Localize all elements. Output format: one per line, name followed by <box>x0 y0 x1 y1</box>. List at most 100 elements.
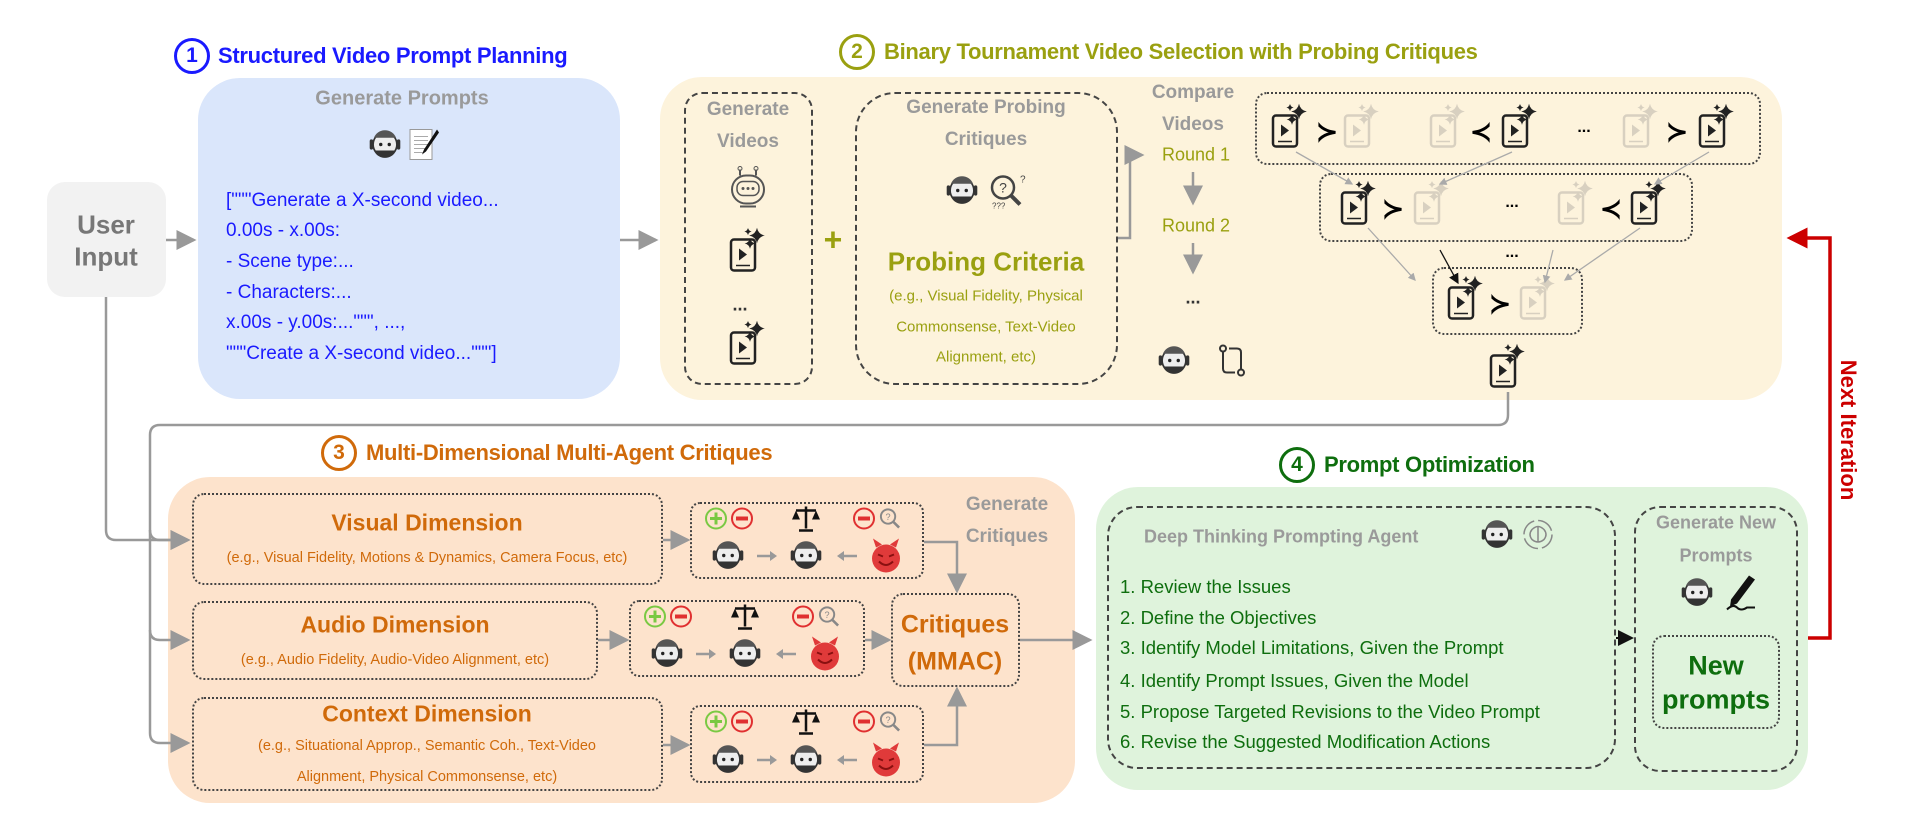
generate-videos-label: Generate <box>706 99 790 120</box>
positive-critic-icon <box>643 605 667 634</box>
visual-critique-agents: ? <box>690 502 924 579</box>
step3-title: Multi-Dimensional Multi-Agent Critiques <box>366 440 773 465</box>
chatbot-icon <box>728 166 768 215</box>
robot-agent-icon <box>368 128 402 167</box>
mmac-label: Critiques <box>900 610 1010 639</box>
devil-advocate-icon <box>869 742 903 783</box>
ellipsis: ... <box>1505 194 1519 211</box>
judge-scales-icon <box>791 505 821 538</box>
robot-agent-icon <box>1680 576 1714 615</box>
user-input-box <box>47 182 166 297</box>
optimization-step: 4. Identify Prompt Issues, Given the Mod… <box>1120 670 1469 691</box>
round-2-label: Round 2 <box>1161 215 1231 236</box>
compare-videos-label: Compare <box>1151 82 1235 103</box>
step1-number: 1 <box>174 38 210 74</box>
final-selected-video-icon <box>1488 342 1528 395</box>
step4-number: 4 <box>1279 447 1315 483</box>
step2-number: 2 <box>839 34 875 70</box>
judge-scales-icon <box>730 603 760 636</box>
judge-scales-icon <box>791 708 821 741</box>
tournament-round-3 <box>1432 267 1583 335</box>
generate-prompts-label: Generate Prompts <box>315 87 489 110</box>
mmac-label: (MMAC) <box>907 647 1003 676</box>
optimization-step: 6. Revise the Suggested Modification Act… <box>1120 731 1491 752</box>
devil-advocate-icon <box>808 636 842 677</box>
svg-text:?: ? <box>825 610 830 620</box>
negative-critic-icon <box>669 605 693 634</box>
generate-videos-label: Videos <box>717 131 779 152</box>
losing-video-icon <box>1412 179 1452 232</box>
probing-criteria-title: Probing Criteria <box>887 246 1085 277</box>
less-than-symbol: ≺ <box>1600 193 1622 224</box>
round-1-label: Round 1 <box>1161 144 1231 165</box>
robot-agent-icon <box>650 637 684 676</box>
negative-critic-icon <box>730 507 754 536</box>
generated-video-icon <box>728 226 768 279</box>
probing-header: Critiques <box>944 129 1028 150</box>
optimization-step: 2. Define the Objectives <box>1120 607 1317 628</box>
question-magnifier-icon: ? <box>877 709 903 740</box>
step3-number: 3 <box>321 435 357 471</box>
winning-video-icon <box>1697 102 1737 155</box>
losing-video-icon <box>1342 102 1382 155</box>
audio-dimension-title: Audio Dimension <box>300 611 490 638</box>
robot-agent-icon <box>945 174 979 213</box>
probing-critiques-box <box>855 92 1118 385</box>
robot-judge-icon <box>789 539 823 578</box>
arrow-left-icon <box>775 647 797 665</box>
winning-video-icon <box>1270 102 1310 155</box>
context-dimension-examples: Alignment, Physical Commonsense, etc) <box>296 769 558 785</box>
optimization-step: 5. Propose Targeted Revisions to the Vid… <box>1120 701 1540 722</box>
generate-videos-box <box>684 92 813 385</box>
question-magnifier-icon: ? <box>877 506 903 537</box>
next-iteration-label: Next Iteration <box>1836 359 1861 501</box>
robot-agent-icon <box>711 743 745 782</box>
probing-criteria-example: Alignment, etc) <box>935 348 1037 366</box>
losing-video-icon <box>1621 102 1661 155</box>
new-prompts-box <box>1652 635 1780 729</box>
greater-than-symbol: ≻ <box>1316 116 1338 147</box>
winning-video-icon <box>1339 179 1379 232</box>
svg-text:?: ? <box>886 512 891 522</box>
user-input-label-line2: Input <box>74 241 138 272</box>
audio-critique-agents: ? <box>629 600 865 677</box>
prompt-line: ["""Generate a X-second video... <box>226 190 499 211</box>
step4-title: Prompt Optimization <box>1324 452 1535 477</box>
context-critique-agents: ? <box>690 705 924 783</box>
arrow-left-icon <box>836 753 858 771</box>
visual-dimension-box <box>192 493 663 585</box>
robot-judge-icon <box>789 743 823 782</box>
pen-signature-icon <box>1723 574 1757 617</box>
user-input-label-line1: User <box>77 209 135 240</box>
ellipsis: ... <box>1505 244 1519 261</box>
question-magnifier-icon: ????? <box>986 171 1026 216</box>
ellipsis: ... <box>1577 119 1591 136</box>
positive-critic-icon <box>704 710 728 739</box>
robot-agent-icon <box>711 539 745 578</box>
compare-videos-label: Videos <box>1162 114 1224 135</box>
more-rounds-ellipsis: ... <box>1185 287 1201 308</box>
document-pen-icon <box>407 126 441 169</box>
generate-critiques-label: Generate <box>965 494 1049 515</box>
generate-critiques-label: Critiques <box>965 526 1049 547</box>
robot-judge-icon <box>728 637 762 676</box>
plus-sign: + <box>823 221 843 258</box>
arrow-right-icon <box>695 647 717 665</box>
svg-text:?: ? <box>1020 175 1026 186</box>
step1-title: Structured Video Prompt Planning <box>218 43 568 68</box>
prompt-line: """Create a X-second video..."""] <box>226 343 497 364</box>
probing-criteria-example: Commonsense, Text-Video <box>896 318 1076 336</box>
losing-video-icon <box>1428 102 1468 155</box>
ellipsis: ... <box>732 294 748 315</box>
probing-criteria-example: (e.g., Visual Fidelity, Physical <box>889 287 1083 305</box>
prompt-line: x.00s - y.00s:...""", ..., <box>226 312 406 333</box>
negative-critic-icon <box>730 710 754 739</box>
context-dimension-title: Context Dimension <box>322 700 532 727</box>
visual-dimension-examples: (e.g., Visual Fidelity, Motions & Dynami… <box>226 550 628 566</box>
deep-thinking-agent-title: Deep Thinking Prompting Agent <box>1144 526 1419 547</box>
svg-text:???: ??? <box>992 202 1006 211</box>
winning-video-icon <box>1446 274 1486 327</box>
losing-video-icon <box>1518 274 1558 327</box>
brain-cycle-icon <box>1521 518 1555 557</box>
prompt-line: - Scene type:... <box>226 251 354 272</box>
